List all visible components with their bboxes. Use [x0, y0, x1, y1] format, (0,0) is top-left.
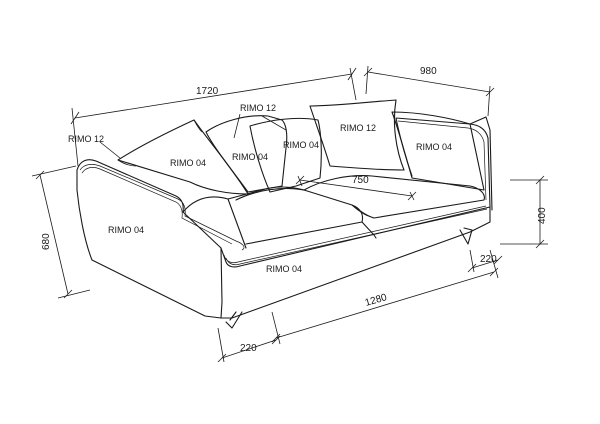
label-rimo04-left-arm: RIMO 04 [108, 225, 144, 235]
dimension-750-label: 750 [352, 175, 369, 186]
front-base-piping [223, 205, 487, 264]
label-rimo04-back-left: RIMO 04 [232, 152, 268, 162]
back-cushion-right [391, 111, 485, 191]
dimension-680-label: 680 [41, 233, 52, 250]
leader-rimo12-top [233, 113, 241, 139]
dimension-1720-label: 1720 [196, 86, 219, 97]
label-rimo12-left: RIMO 12 [68, 134, 104, 144]
back-cushion-center [249, 117, 322, 193]
pillow-left [117, 119, 249, 195]
leg-front-left [225, 311, 243, 329]
dimension-220-back [467, 249, 503, 273]
dimension-1720 [70, 67, 357, 167]
dimension-1280-label: 1280 [364, 292, 389, 309]
dimension-400-label: 400 [537, 207, 548, 224]
dimension-220-front-label: 220 [240, 343, 257, 354]
front-base-panel [220, 206, 491, 319]
pillow-right [309, 99, 405, 171]
dimension-980-label: 980 [420, 66, 437, 77]
dimension-980 [363, 65, 495, 117]
label-rimo04-front: RIMO 04 [266, 264, 302, 274]
label-rimo04-back-center: RIMO 04 [283, 140, 319, 150]
label-rimo04-pillow: RIMO 04 [170, 158, 206, 168]
seat-cushion-left [235, 187, 364, 245]
right-arm [395, 117, 491, 208]
leader-rimo12-left [99, 141, 121, 159]
dimension-220-back-label: 220 [480, 254, 497, 265]
dimension-220-front [217, 327, 281, 363]
left-arm-side-panel [76, 159, 223, 319]
dimension-400 [500, 175, 548, 249]
label-rimo04-back-right: RIMO 04 [416, 142, 452, 152]
seat-cushion-right [303, 175, 485, 219]
dimension-750 [295, 175, 417, 201]
label-rimo12-pillow-right: RIMO 12 [340, 123, 376, 133]
dimension-680 [31, 165, 91, 299]
left-arm-piping [79, 164, 245, 251]
label-rimo12-top: RIMO 12 [240, 103, 276, 113]
leg-front-right [459, 227, 473, 245]
